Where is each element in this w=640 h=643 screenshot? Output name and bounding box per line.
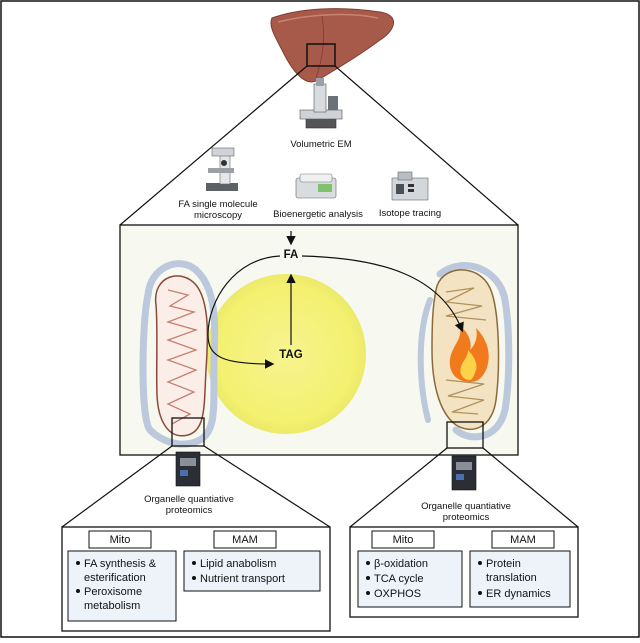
right-mam-item-2: translation [486, 572, 537, 584]
left-zoom-line-b [203, 445, 331, 528]
fa-microscopy-label-line2: microscopy [194, 210, 242, 221]
left-mito-item-4: metabolism [84, 600, 140, 612]
volumetric-em-label: Volumetric EM [290, 139, 351, 150]
left-mam-header-box [213, 530, 277, 549]
er-right-inner [417, 297, 433, 423]
flame-icon [449, 326, 489, 382]
left-proteomics-line2: proteomics [166, 505, 213, 516]
fa-to-tag-arrow [207, 255, 281, 369]
right-mam-item-3: ER dynamics [486, 588, 551, 600]
bioenergetic-label: Bioenergetic analysis [273, 209, 363, 220]
left-zoom-box [171, 417, 205, 447]
mass-spectrometer-icon [391, 171, 429, 201]
zoom-line-left [119, 65, 308, 226]
left-mam-item-1: Lipid anabolism [200, 558, 276, 570]
right-mam-box [469, 550, 571, 608]
microscope-icon [206, 147, 238, 191]
right-mam-header-box [491, 530, 555, 549]
proteomics-instrument-right-icon [451, 455, 477, 491]
zoom-line-right [334, 65, 519, 226]
fa-label: FA [284, 249, 299, 261]
fa-to-mito-arrow [301, 255, 464, 333]
isotope-label: Isotope tracing [379, 208, 441, 219]
left-mam-box [183, 550, 321, 592]
right-mam-header: MAM [510, 534, 536, 546]
left-mito-box [67, 550, 177, 622]
tag-label: TAG [279, 349, 302, 361]
right-mito-header-box [371, 530, 435, 549]
er-left [139, 260, 219, 448]
right-mito-item-1: β-oxidation [374, 558, 428, 570]
right-proteomics-line1: Organelle quantiative [421, 501, 511, 512]
right-proteomics-line2: proteomics [443, 512, 490, 523]
left-mito-header-box [88, 530, 152, 549]
mitochondrion-left [155, 275, 209, 437]
lipid-droplet [206, 274, 366, 434]
bioenergetic-analyzer-icon [295, 173, 337, 199]
left-mito-header: Mito [110, 534, 131, 546]
proteomics-instrument-left-icon [175, 451, 201, 487]
right-mito-header: Mito [393, 534, 414, 546]
left-mam-header: MAM [232, 534, 258, 546]
left-proteomics-line1: Organelle quantiative [144, 494, 234, 505]
left-mito-item-2: esterification [84, 572, 146, 584]
right-mito-item-2: TCA cycle [374, 573, 424, 585]
electron-microscope-icon [299, 78, 343, 129]
left-mito-item-3: Peroxisome [84, 586, 142, 598]
er-right-outer [436, 262, 513, 441]
right-zoom-line-a [349, 447, 448, 528]
left-mito-item-1: FA synthesis & [84, 558, 157, 570]
right-mito-box [357, 550, 463, 608]
left-zoom-line-a [61, 445, 173, 528]
fa-microscopy-label-line1: FA single molecule [178, 199, 257, 210]
right-zoom-box [446, 421, 484, 449]
right-mito-item-3: OXPHOS [374, 588, 421, 600]
left-mam-item-2: Nutrient transport [200, 573, 285, 585]
right-zoom-line-b [482, 447, 579, 528]
liver-zoom-box [306, 43, 336, 67]
right-mam-item-1: Protein [486, 558, 521, 570]
liver-icon [270, 8, 394, 83]
